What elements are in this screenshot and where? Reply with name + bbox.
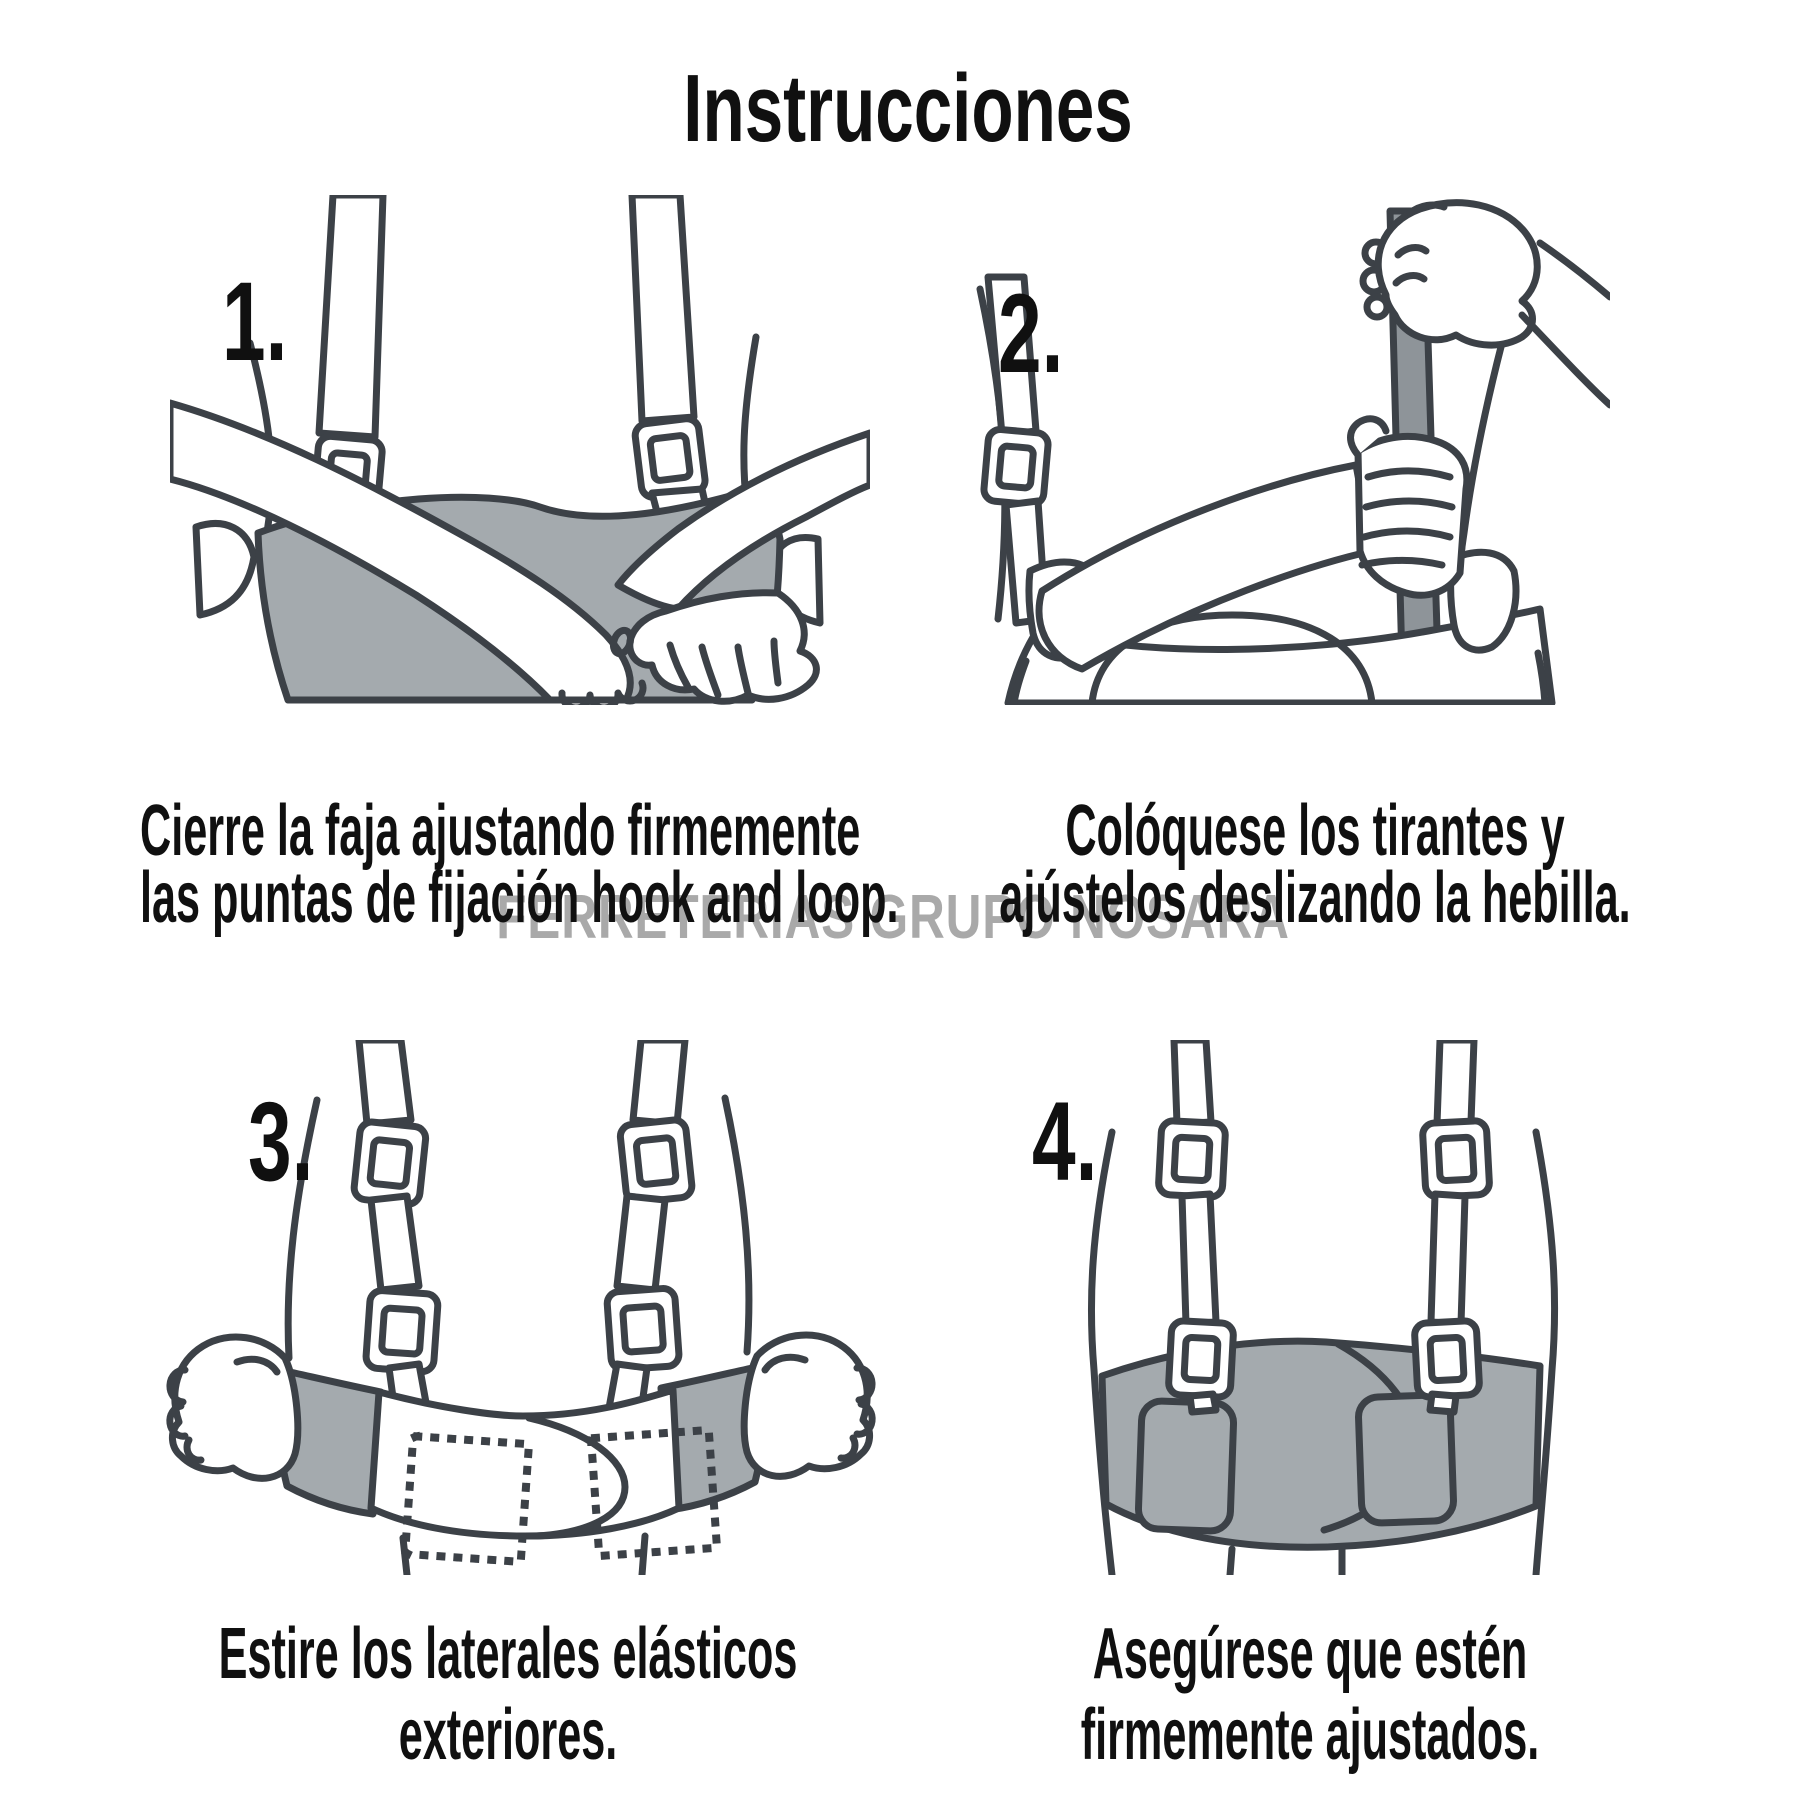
- watermark-text: FERRETERIAS GRUPO NOSARA: [496, 883, 1290, 952]
- step-4-number: 4.: [1032, 1079, 1098, 1204]
- step-4-caption-line-1: Asegúrese que estén: [1092, 1614, 1528, 1694]
- step-3-illustration: [165, 1040, 880, 1575]
- step-1-number: 1.: [222, 259, 288, 384]
- step-1-caption-line-1: Cierre la faja ajustando firmemente: [140, 791, 861, 871]
- step-1-illustration: [170, 195, 870, 705]
- step-4-caption: Asegúrese que estén firmemente ajustados…: [950, 1614, 1670, 1775]
- step-2-caption-line-2: ajústelos deslizando la hebilla.: [999, 857, 1631, 938]
- step-3-number: 3.: [248, 1079, 314, 1204]
- step-3-caption-line-2: exteriores.: [398, 1694, 618, 1775]
- side-elastic-stretch-drawing: [166, 1040, 876, 1575]
- step-2-caption-line-1: Colóquese los tirantes y: [1065, 791, 1565, 871]
- step-4-illustration: [890, 1040, 1610, 1575]
- belt-closing-drawing: [170, 195, 870, 705]
- step-3-caption-line-1: Estire los laterales elásticos: [218, 1614, 798, 1694]
- step-2-number: 2.: [998, 271, 1064, 396]
- belt-fastened-drawing: [1087, 1040, 1559, 1575]
- step-2-illustration: [890, 195, 1610, 705]
- suspender-adjusting-drawing: [976, 199, 1610, 705]
- step-2-caption: Colóquese los tirantes y ajústelos desli…: [955, 791, 1675, 938]
- step-1-caption-line-2: las puntas de fijación hook and loop.: [140, 857, 899, 938]
- page-title: Instrucciones: [683, 55, 1133, 162]
- step-1-caption: Cierre la faja ajustando firmemente las …: [140, 791, 899, 938]
- step-3-caption: Estire los laterales elásticos exteriore…: [148, 1614, 868, 1775]
- step-4-caption-line-2: firmemente ajustados.: [1080, 1694, 1540, 1775]
